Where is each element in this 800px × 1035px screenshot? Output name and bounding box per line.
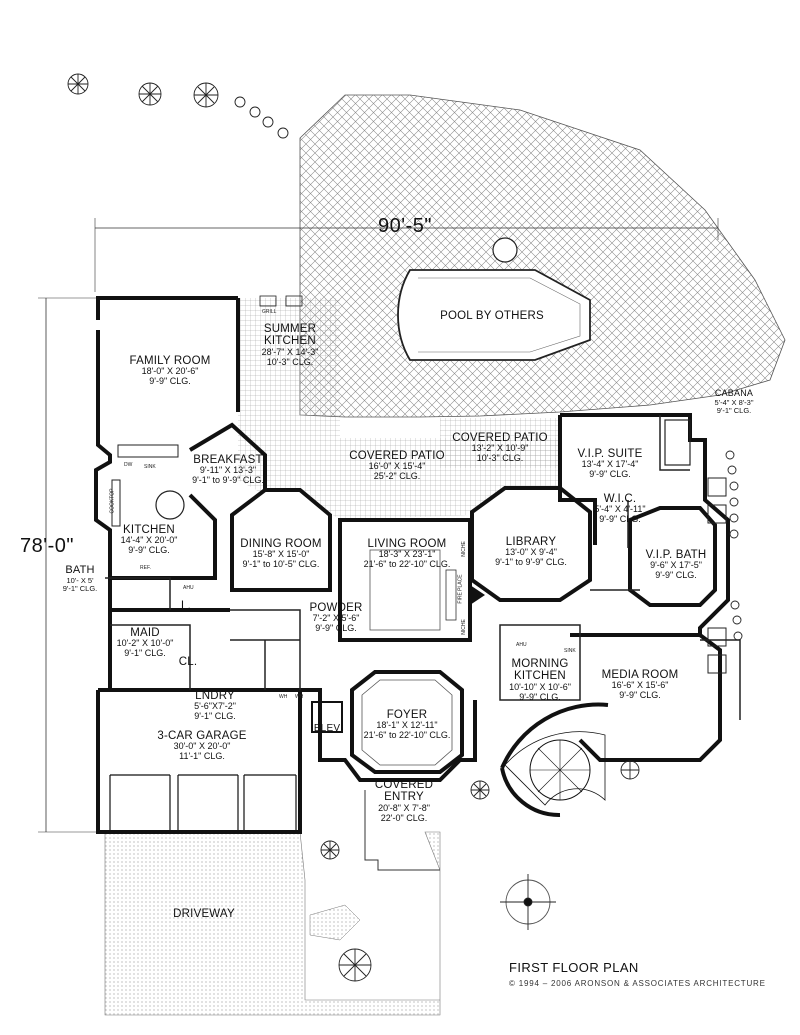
cooktop-label: COOKTOP	[109, 488, 116, 514]
room-label-wic: W.I.C.5'-4" X 4'-11"9'-9" CLG.	[594, 493, 646, 525]
room-label-driveway: DRIVEWAY	[173, 908, 235, 920]
wall-garage	[96, 688, 302, 834]
wall-center	[300, 688, 477, 782]
wall-breakfast	[188, 422, 267, 490]
water-heater-label-2: WH	[295, 694, 304, 700]
fireplace-label: FIRE PLACE	[457, 574, 464, 604]
width-dimension: 90'-5"	[378, 215, 432, 237]
dishwasher-label: DW	[124, 462, 133, 468]
elevator-label: ELEV	[313, 723, 341, 734]
linen-label: L.	[181, 600, 191, 612]
plan-title: FIRST FLOOR PLAN	[509, 960, 639, 975]
room-label-pool: POOL BY OTHERS	[440, 310, 544, 322]
ref-label: REF.	[140, 565, 151, 571]
water-heater-label: WH	[279, 694, 288, 700]
landscape-plants	[67, 73, 743, 982]
wall-library	[470, 486, 592, 602]
copyright-text: © 1994 – 2006 ARONSON & ASSOCIATES ARCHI…	[509, 979, 766, 988]
ahu-label-morning: AHU	[516, 642, 527, 648]
niche-label: NICHE	[460, 541, 467, 557]
summer-kitchen-floor	[238, 298, 340, 438]
wall-living	[338, 518, 472, 642]
wall-kitchen	[108, 493, 217, 580]
wall-media	[570, 633, 722, 762]
depth-dimension: 78'-0"	[20, 535, 74, 557]
grill-label: GRILL	[262, 309, 277, 315]
pool	[397, 269, 591, 361]
wall-vipbath	[628, 506, 717, 607]
ahu-label: AHU	[183, 585, 194, 591]
pool-deck	[299, 94, 786, 418]
wall-family	[94, 296, 240, 610]
spiral-stair	[500, 702, 609, 818]
closet-label: CL.	[178, 656, 198, 668]
wall-foyer	[350, 670, 464, 774]
sink-label: SINK	[144, 464, 156, 470]
sink-label-morning: SINK	[564, 648, 576, 654]
niche-label-lower: NICHE	[460, 619, 467, 635]
driveway-area	[104, 831, 441, 1016]
